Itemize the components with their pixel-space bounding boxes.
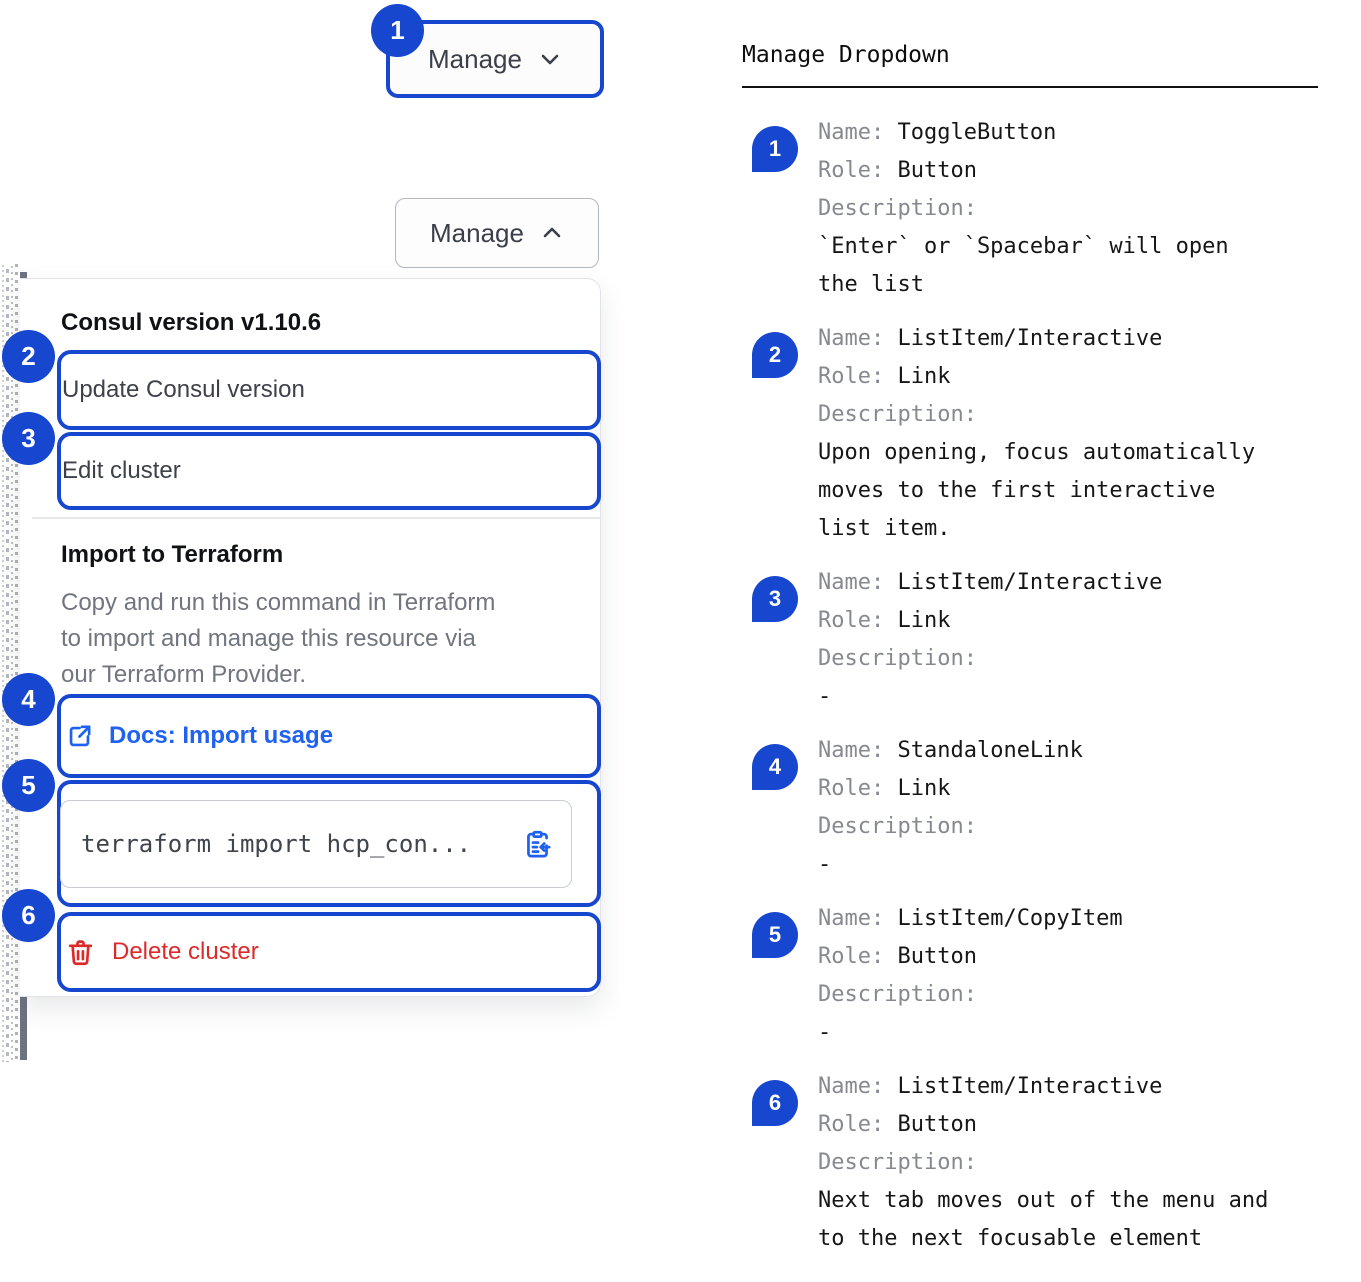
field-label: Description: bbox=[818, 982, 977, 1007]
docs-link-label: Docs: Import usage bbox=[109, 722, 334, 749]
delete-cluster-label: Delete cluster bbox=[112, 938, 259, 965]
manage-toggle-button-closed[interactable]: Manage bbox=[390, 24, 600, 94]
annotation-outline-4 bbox=[57, 694, 601, 778]
component-role: Button bbox=[897, 158, 977, 183]
field-label: Name: bbox=[818, 326, 885, 351]
component-name: ListItem/Interactive bbox=[897, 570, 1163, 595]
field-label: Description: bbox=[818, 646, 977, 671]
component-name: ListItem/Interactive bbox=[897, 1074, 1163, 1099]
manage-toggle-button-open[interactable]: Manage bbox=[395, 198, 599, 268]
annotation-number-badge: 2 bbox=[752, 332, 798, 378]
chevron-up-icon bbox=[540, 221, 564, 245]
edit-cluster-item[interactable]: Edit cluster bbox=[62, 457, 181, 484]
component-role: Button bbox=[897, 944, 977, 969]
component-description: - bbox=[818, 852, 832, 877]
field-label: Name: bbox=[818, 1074, 885, 1099]
import-terraform-description: Copy and run this command in Terraform t… bbox=[61, 589, 496, 688]
manage-button-label: Manage bbox=[428, 43, 522, 74]
annotation-outline-3 bbox=[57, 432, 601, 510]
component-description: Next tab moves out of the menu and to th… bbox=[818, 1188, 1269, 1251]
annotation-number-badge: 5 bbox=[752, 912, 798, 958]
field-label: Description: bbox=[818, 1150, 977, 1175]
field-label: Role: bbox=[818, 1112, 885, 1137]
component-name: StandaloneLink bbox=[897, 738, 1083, 763]
notes-title-rule bbox=[742, 86, 1318, 88]
annotation-badge-4: 4 bbox=[2, 673, 55, 726]
clipboard-copy-icon[interactable] bbox=[522, 829, 553, 860]
annotation-badge-5: 5 bbox=[2, 759, 55, 812]
import-terraform-header: Import to Terraform bbox=[61, 541, 284, 568]
annotation-badge-3: 3 bbox=[2, 412, 55, 465]
annotation-number-badge: 4 bbox=[752, 744, 798, 790]
docs-import-usage-link[interactable]: Docs: Import usage bbox=[65, 694, 333, 778]
field-label: Role: bbox=[818, 944, 885, 969]
field-label: Name: bbox=[818, 570, 885, 595]
component-role: Link bbox=[897, 364, 951, 389]
update-consul-version-item[interactable]: Update Consul version bbox=[62, 376, 305, 403]
annotation-number-badge: 1 bbox=[752, 126, 798, 172]
annotation-outline-6 bbox=[57, 912, 601, 992]
chevron-down-icon bbox=[538, 47, 562, 71]
field-label: Role: bbox=[818, 364, 885, 389]
notes-title: Manage Dropdown bbox=[742, 42, 950, 68]
trash-icon bbox=[66, 938, 95, 967]
field-label: Description: bbox=[818, 814, 977, 839]
field-label: Role: bbox=[818, 776, 885, 801]
field-label: Name: bbox=[818, 738, 885, 763]
terraform-import-copy-field[interactable]: terraform import hcp_con... bbox=[60, 800, 572, 888]
annotation-number-badge: 3 bbox=[752, 576, 798, 622]
annotation-badge-1: 1 bbox=[371, 4, 424, 57]
field-label: Role: bbox=[818, 158, 885, 183]
component-name: ListItem/Interactive bbox=[897, 326, 1163, 351]
annotation-badge-6: 6 bbox=[2, 889, 55, 942]
terraform-import-command: terraform import hcp_con... bbox=[81, 830, 472, 858]
manage-button-label: Manage bbox=[430, 217, 524, 248]
component-description: Upon opening, focus automatically moves … bbox=[818, 440, 1256, 541]
component-role: Button bbox=[897, 1112, 977, 1137]
component-role: Link bbox=[897, 776, 951, 801]
delete-cluster-item[interactable]: Delete cluster bbox=[66, 912, 259, 992]
field-label: Role: bbox=[818, 608, 885, 633]
annotation-badge-2: 2 bbox=[2, 330, 55, 383]
dropdown-section-divider bbox=[32, 517, 601, 519]
field-label: Name: bbox=[818, 120, 885, 145]
component-description: - bbox=[818, 684, 832, 709]
torn-edge-texture bbox=[0, 264, 20, 1062]
annotation-outline-5 bbox=[57, 780, 601, 907]
component-description: - bbox=[818, 1020, 832, 1045]
component-description: `Enter` or `Spacebar` will open the list bbox=[818, 234, 1229, 297]
annotation-outline-2 bbox=[57, 350, 601, 430]
field-label: Description: bbox=[818, 402, 977, 427]
component-name: ListItem/CopyItem bbox=[897, 906, 1123, 931]
field-label: Description: bbox=[818, 196, 977, 221]
external-link-icon bbox=[65, 722, 94, 751]
field-label: Name: bbox=[818, 906, 885, 931]
component-name: ToggleButton bbox=[897, 120, 1057, 145]
component-role: Link bbox=[897, 608, 951, 633]
annotation-number-badge: 6 bbox=[752, 1080, 798, 1126]
consul-version-header: Consul version v1.10.6 bbox=[61, 309, 322, 336]
